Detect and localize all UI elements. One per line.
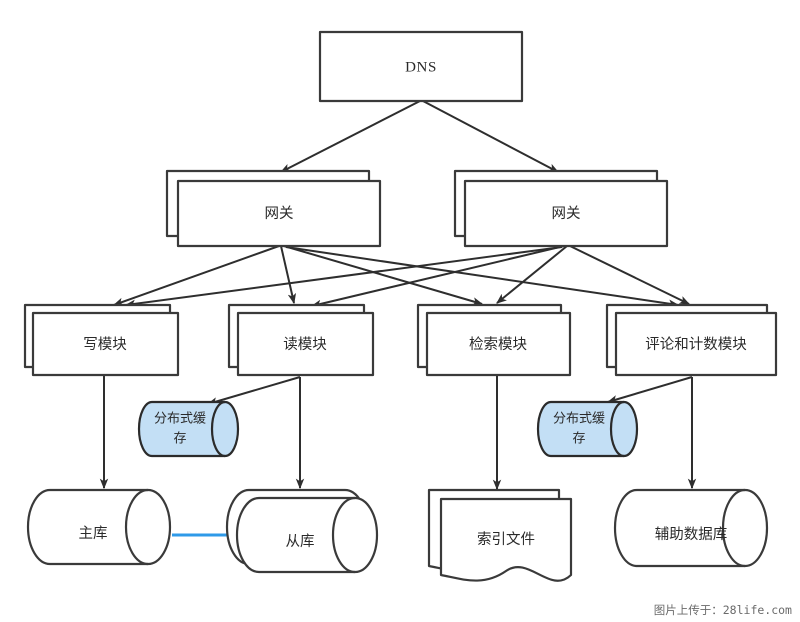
search-module-box[interactable] xyxy=(425,311,572,377)
edge-gateway-left-to-write-module xyxy=(112,245,280,306)
edge-comment-count-module-to-cache-right xyxy=(606,376,693,404)
edge-gateway-right-to-search-module xyxy=(496,245,568,304)
master-db-end-cap xyxy=(124,488,149,566)
cache-right-label-line2: 存 xyxy=(572,432,585,447)
node-write-module[interactable]: 写模块 xyxy=(23,303,180,377)
node-comment-count-module[interactable]: 评论和计数模块 xyxy=(605,303,778,377)
edge-layer xyxy=(99,100,697,540)
edge-dns-to-gateway-left xyxy=(280,100,421,173)
read-module-box[interactable] xyxy=(236,311,375,377)
node-aux-db[interactable]: 辅助数据库 xyxy=(613,488,769,568)
node-master-db[interactable]: 主库 xyxy=(26,488,172,566)
write-module-box[interactable] xyxy=(31,311,180,377)
aux-db-label: 辅助数据库 xyxy=(655,526,728,543)
edge-gateway-right-to-read-module xyxy=(310,245,565,308)
slave-db-end-cap xyxy=(331,496,356,574)
edge-gateway-right-to-write-module xyxy=(124,246,563,308)
dns-box[interactable] xyxy=(318,30,524,103)
edge-gateway-left-to-read-module xyxy=(280,245,297,305)
search-module-label: 检索模块 xyxy=(469,336,527,353)
aux-db-end-cap xyxy=(721,488,746,568)
index-file-body[interactable] xyxy=(439,497,573,582)
comment-count-module-box[interactable] xyxy=(614,311,778,377)
node-cache-right[interactable]: 分布式缓 存 xyxy=(536,400,639,458)
dns-label: DNS xyxy=(405,59,437,75)
gateway-left-label: 网关 xyxy=(265,205,294,222)
node-gateway-left[interactable]: 网关 xyxy=(165,169,382,248)
cache-right-end-cap xyxy=(609,400,625,458)
node-read-module[interactable]: 读模块 xyxy=(227,303,375,377)
edge-gateway-left-to-search-module xyxy=(283,245,484,306)
node-slave-db[interactable]: 从库 xyxy=(225,488,379,574)
gateway-left-box[interactable] xyxy=(176,179,382,248)
read-module-label: 读模块 xyxy=(283,336,327,353)
node-dns[interactable]: DNS xyxy=(318,30,524,103)
node-search-module[interactable]: 检索模块 xyxy=(416,303,572,377)
watermark-text: 图片上传于：28life.com xyxy=(653,603,792,617)
comment-count-module-label: 评论和计数模块 xyxy=(645,336,747,353)
index-file-label: 索引文件 xyxy=(477,531,535,548)
cache-left-end-cap xyxy=(210,400,226,458)
cache-left-body[interactable] xyxy=(137,400,240,458)
gateway-right-label: 网关 xyxy=(552,205,581,222)
node-index-file[interactable]: 索引文件 xyxy=(427,488,573,582)
cache-left-label-line2: 存 xyxy=(173,432,186,447)
cache-right-label-line1: 分布式缓 xyxy=(553,412,605,427)
gateway-right-box[interactable] xyxy=(463,179,669,248)
edge-gateway-left-to-comment-count-module xyxy=(285,246,680,308)
master-db-label: 主库 xyxy=(79,525,108,542)
cache-left-label-line1: 分布式缓 xyxy=(154,412,206,427)
edge-read-module-to-cache-left xyxy=(206,376,301,406)
slave-db-label: 从库 xyxy=(286,533,315,550)
node-gateway-right[interactable]: 网关 xyxy=(453,169,669,248)
edge-gateway-right-to-comment-count-module xyxy=(569,245,690,305)
write-module-label: 写模块 xyxy=(83,336,127,353)
node-cache-left[interactable]: 分布式缓 存 xyxy=(137,400,240,458)
edge-dns-to-gateway-right xyxy=(422,100,559,173)
cache-right-body[interactable] xyxy=(536,400,639,458)
